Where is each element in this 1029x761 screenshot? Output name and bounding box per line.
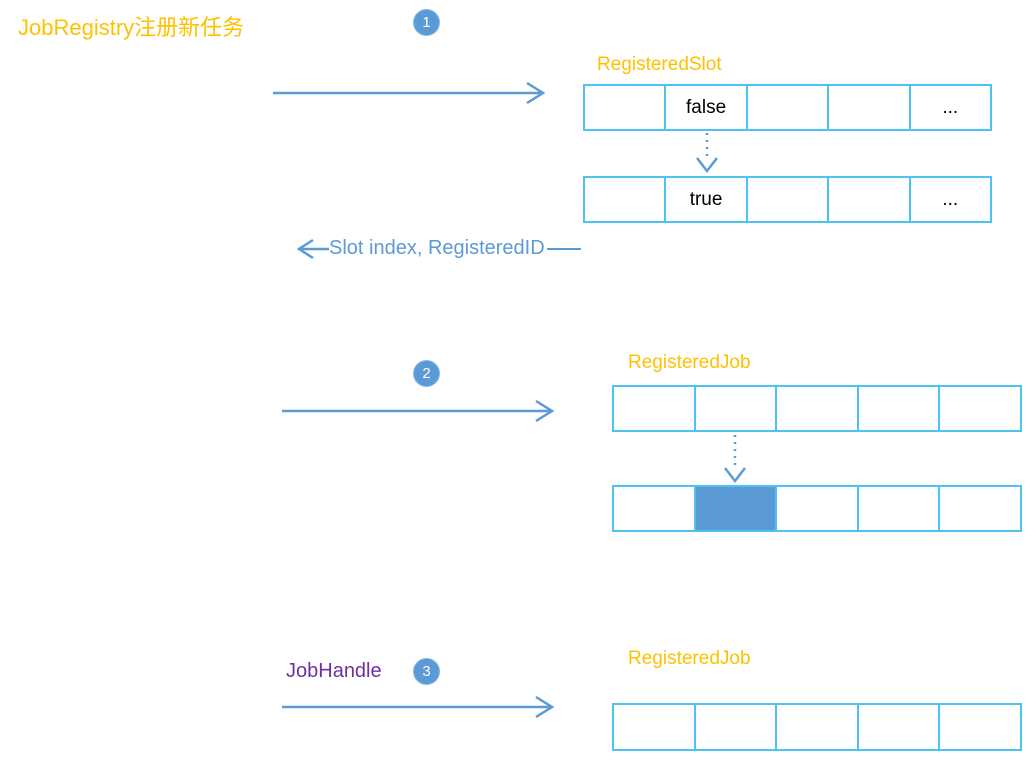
slot-cell [582,84,667,131]
step-2-badge: 2 [413,360,440,387]
job-cell [775,385,859,432]
table-row: true ... [582,176,993,223]
job-cell-filled [693,485,778,532]
return-arrow-label: Slot index, RegisteredID [329,237,545,259]
table-row [612,703,1022,751]
job-cell [775,485,859,532]
job-handle-label: JobHandle [286,660,382,682]
table-row [612,485,1022,532]
registered-slot-table-after: true ... [582,176,993,223]
registered-job-table-after [612,485,1022,532]
left-arrow-icon [296,238,329,259]
registered-slot-table-before: false ... [582,84,993,131]
job-cell [612,385,696,432]
slot-cell [745,84,830,131]
step-3-right-arrow-icon [282,695,555,719]
slot-cell [745,176,830,223]
registered-job-table-before [612,385,1022,432]
slot-cell [827,84,911,131]
slot-cell-ellipsis: ... [908,84,993,131]
registered-slot-label: RegisteredSlot [597,54,722,75]
job-cell [775,703,859,751]
job-cell [856,703,941,751]
step-3-badge: 3 [413,658,440,685]
step-1-dotted-down-arrow-icon [696,133,718,174]
step-2-dotted-down-arrow-icon [724,435,746,484]
slot-cell [582,176,667,223]
return-arrow-tail [546,247,581,250]
step-1-badge: 1 [413,9,440,36]
step-1-number: 1 [422,14,431,31]
job-cell [612,485,696,532]
slot-cell-false: false [664,84,748,131]
job-cell [693,703,778,751]
table-row [612,385,1022,432]
job-cell [693,385,778,432]
registered-job-step2-label: RegisteredJob [628,352,751,373]
step-2-right-arrow-icon [282,399,555,423]
job-cell [856,485,941,532]
job-cell [938,485,1022,532]
registered-job-table-final [612,703,1022,751]
return-arrow: Slot index, RegisteredID [296,237,581,260]
job-cell [612,703,696,751]
step-2-number: 2 [422,365,431,382]
page-title: JobRegistry注册新任务 [18,15,245,40]
slot-cell-ellipsis: ... [908,176,993,223]
job-cell [938,385,1022,432]
table-row: false ... [582,84,993,131]
registered-job-step3-label: RegisteredJob [628,648,751,669]
slot-cell-true: true [664,176,748,223]
step-3-number: 3 [422,663,431,680]
job-cell [856,385,941,432]
step-1-right-arrow-icon [273,81,546,105]
job-cell [938,703,1022,751]
slot-cell [827,176,911,223]
